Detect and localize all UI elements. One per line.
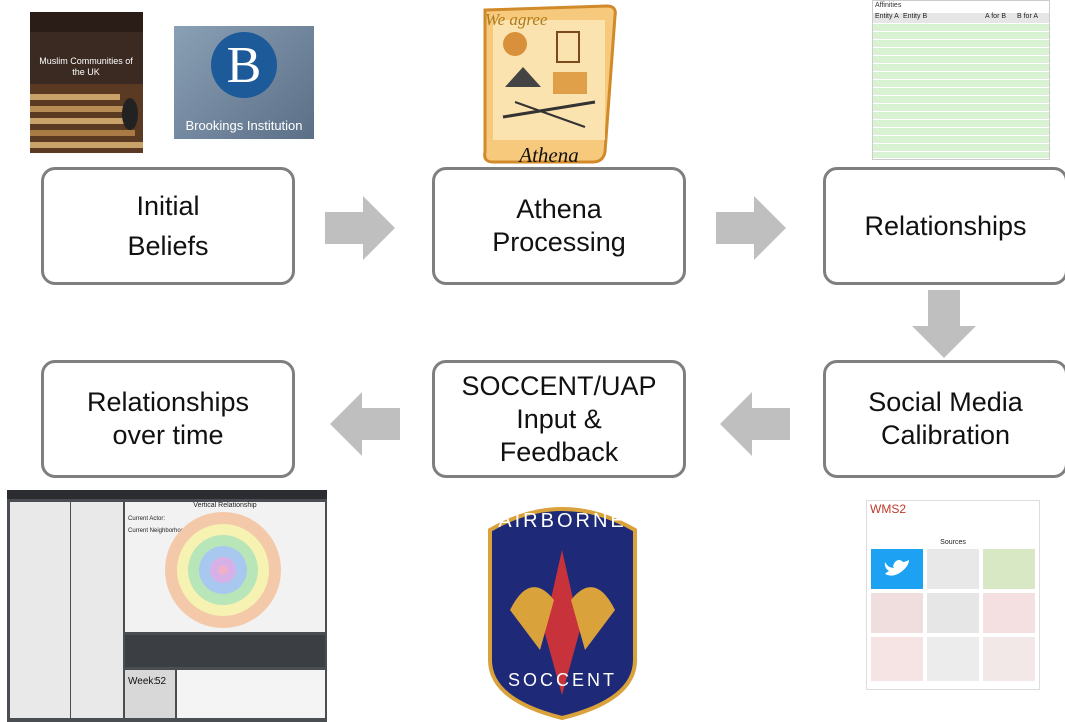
wms-title: WMS2 [870, 502, 906, 516]
box-label: Calibration [880, 420, 1011, 450]
brookings-logo-image: B Brookings Institution [174, 26, 314, 139]
box-label: Processing [492, 227, 626, 257]
concentric-rings-graphic [165, 512, 281, 628]
social-media-box: Social Media Calibration [823, 360, 1065, 478]
insignia-graphic [488, 507, 637, 721]
report-title: Muslim Communities of the UK [39, 56, 133, 77]
affinities-header: Entity A [875, 13, 899, 20]
arrow-left-icon [720, 392, 790, 456]
affinities-table-image: Affinities Entity A Entity B A for B B f… [872, 0, 1050, 160]
box-label: over time [112, 420, 224, 450]
athena-label: Athena [519, 143, 579, 165]
athena-banner-text: We agree [485, 10, 548, 29]
week-label: Week: [128, 676, 157, 687]
vertical-title: Vertical Relationship [193, 502, 257, 509]
airborne-top-text: AIRBORNE [498, 510, 627, 532]
current-neighborhood-label: Current Neighborhood: [128, 528, 190, 534]
affinities-header: B for A [1017, 13, 1039, 20]
relationships-box: Relationships [823, 167, 1065, 285]
affinities-header-row: Entity A Entity B A for B B for A [873, 13, 1049, 23]
box-label: Input & [516, 403, 602, 434]
arrow-right-icon [716, 196, 786, 260]
athena-processing-box: Athena Processing [432, 167, 686, 285]
initial-beliefs-box: Initial Beliefs [41, 167, 295, 285]
box-label: Relationships [864, 210, 1027, 241]
airborne-bottom-text: SOCCENT [507, 670, 617, 690]
athena-scroll-image: We agree Athena [475, 2, 623, 165]
soccent-input-box: SOCCENT/UAP Input & Feedback [432, 360, 686, 478]
affinities-header: Entity B [903, 13, 928, 20]
wms-sources-label: Sources [940, 539, 966, 546]
brookings-name: Brookings Institution [185, 118, 303, 133]
box-label: Feedback [499, 436, 619, 467]
box-label: Social Media [868, 387, 1023, 417]
arrow-right-icon [325, 196, 395, 260]
wms2-dashboard-screenshot: WMS2 Sources [866, 500, 1040, 690]
relationships-over-time-box: Relationships over time [41, 360, 295, 478]
arrow-left-icon [330, 392, 400, 456]
week-value: 52 [155, 676, 167, 687]
affinities-header: A for B [985, 13, 1007, 20]
twitter-tile [871, 549, 923, 589]
airborne-soccent-insignia: AIRBORNE SOCCENT [470, 490, 655, 722]
report-cover-image: Muslim Communities of the UK [30, 12, 143, 153]
arrow-down-icon [912, 290, 976, 358]
building-steps-graphic [30, 84, 143, 153]
box-label: SOCCENT/UAP [461, 370, 657, 401]
scroll-graphic [483, 4, 617, 164]
box-label: Athena [516, 194, 602, 224]
vertical-relationship-screenshot: Vertical Relationship Current Actor: Cur… [7, 490, 327, 722]
box-label: Relationships [86, 387, 250, 417]
brookings-letter: B [226, 36, 262, 94]
box-label: Initial [136, 191, 200, 221]
affinities-title: Affinities [875, 2, 902, 9]
box-label: Beliefs [127, 231, 209, 261]
current-actor-label: Current Actor: [128, 516, 166, 522]
twitter-bird-icon [884, 560, 909, 576]
